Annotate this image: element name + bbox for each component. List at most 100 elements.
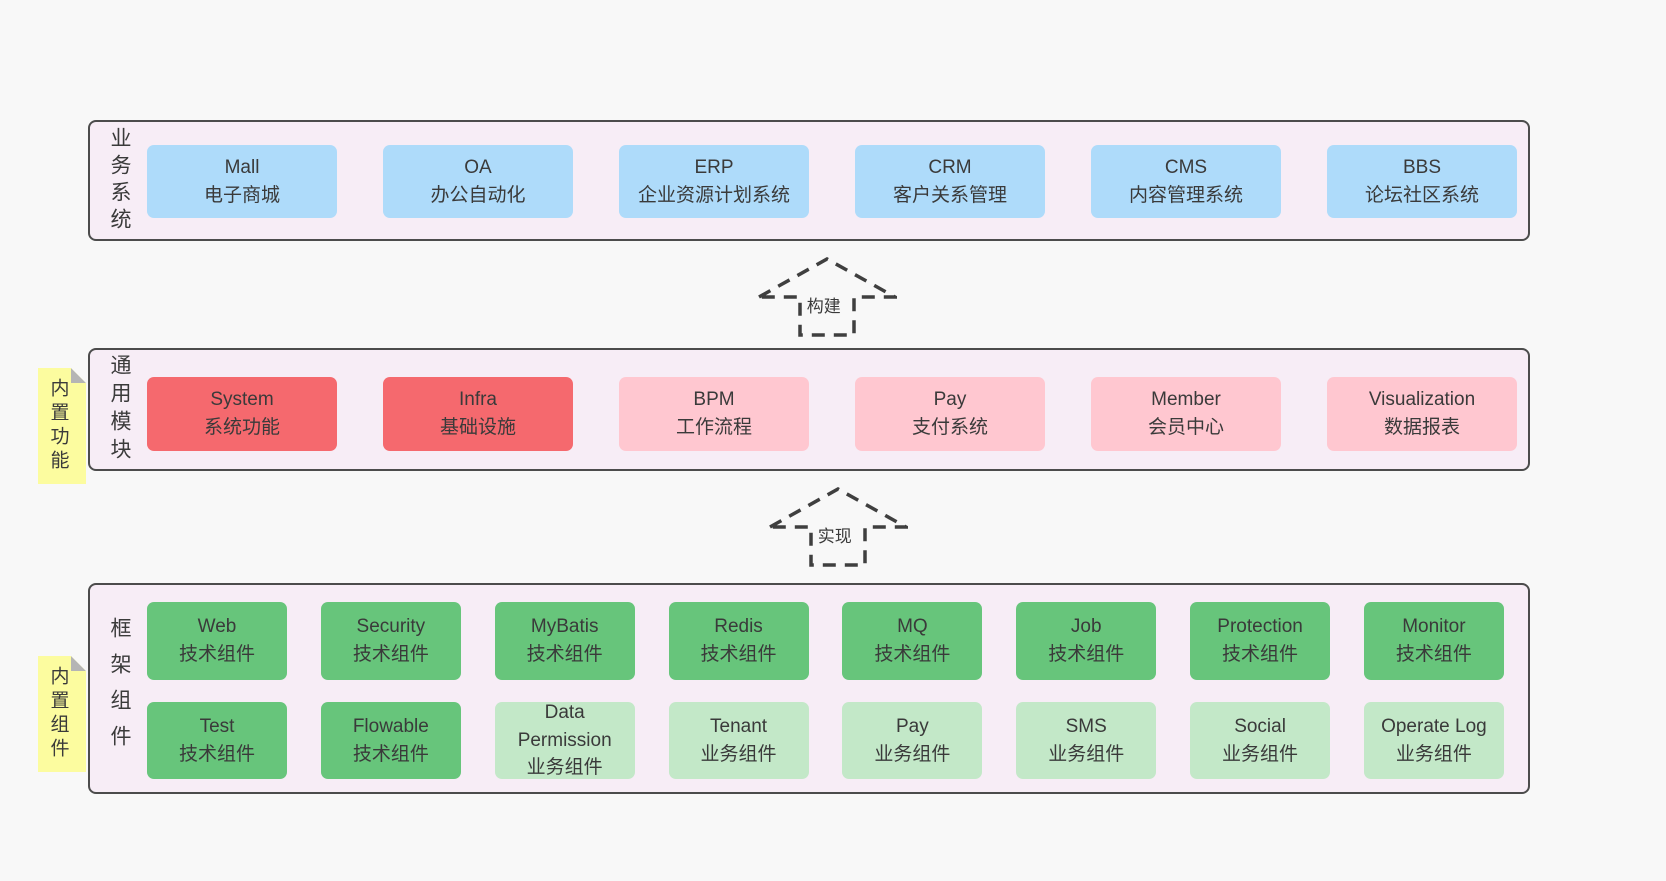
box-title-zh: 业务组件 [1222,743,1299,765]
box-title-en: Security [356,616,426,638]
box-title-zh: 技术组件 [178,644,255,665]
note-built-in-features: 内置功能 [38,368,86,484]
box-title-zh: 数据报表 [1383,417,1460,438]
arrow-build-up: 构建 [757,256,897,338]
box-title-en: CRM [928,156,972,178]
box-title-zh: 技术组件 [352,644,429,665]
note-text: 内置组件 [47,666,69,762]
box-title-en: Mall [224,156,260,178]
box-title-en: Job [1070,616,1102,638]
box-mq: MQ 技术组件 [842,602,983,680]
box-title-en: Test [199,715,235,737]
box-test: Test 技术组件 [147,702,287,779]
panel-business-systems: 业务系统 Mall 电子商城 OA 办公自动化 ERP 企业资源计划系统 CRM… [88,120,1530,241]
box-title-zh: 业务组件 [1395,743,1472,765]
box-title-zh: 基础设施 [439,417,516,438]
box-title-en: Pay [896,715,929,737]
box-security: Security 技术组件 [320,602,461,680]
box-cms: CMS 内容管理系统 [1091,145,1281,218]
box-pay-module: Pay 支付系统 [855,377,1045,451]
box-title-en: OA [464,156,492,178]
box-bpm: BPM 工作流程 [619,377,809,451]
box-title-zh: 客户关系管理 [892,184,1007,206]
box-title-en: CMS [1164,156,1208,178]
dashed-up-arrow-icon [768,486,908,567]
box-operate-log: Operate Log 业务组件 [1363,702,1504,779]
box-title-zh: 支付系统 [911,417,988,438]
box-title-zh: 技术组件 [526,644,603,665]
box-title-en: Data Permission [517,702,612,751]
box-title-en: System [210,389,274,411]
box-title-en: Web [197,616,237,638]
box-title-zh: 电子商城 [203,184,280,206]
box-crm: CRM 客户关系管理 [855,145,1045,218]
panel-framework-components: 框架组件 Web 技术组件 Security 技术组件 MyBatis 技术组件… [88,583,1530,794]
box-member: Member 会员中心 [1091,377,1281,451]
box-title-zh: 业务组件 [526,757,603,779]
box-title-zh: 业务组件 [700,743,777,765]
box-job: Job 技术组件 [1016,602,1157,680]
box-flowable: Flowable 技术组件 [320,702,461,779]
box-title-en: Social [1234,715,1286,737]
box-title-en: Infra [458,389,498,411]
box-title-zh: 工作流程 [675,417,752,438]
box-title-en: Protection [1217,616,1303,638]
arrow-implement-label: 实现 [814,522,855,547]
note-text: 内置功能 [47,378,69,474]
box-title-en: BBS [1402,156,1442,178]
box-title-en: MyBatis [530,616,599,638]
box-title-en: MQ [897,616,928,638]
box-monitor: Monitor 技术组件 [1363,602,1504,680]
components-row-1: Web 技术组件 Security 技术组件 MyBatis 技术组件 Redi… [147,602,1504,680]
box-title-zh: 技术组件 [874,644,951,665]
modules-box-row: System 系统功能 Infra 基础设施 BPM 工作流程 Pay 支付系统… [147,377,1517,451]
arrow-build-label: 构建 [803,292,844,317]
box-title-zh: 业务组件 [874,743,951,765]
box-title-en: Operate Log [1381,715,1487,737]
box-erp: ERP 企业资源计划系统 [619,145,809,218]
box-title-en: Pay [933,389,967,411]
box-mall: Mall 电子商城 [147,145,337,218]
box-title-zh: 系统功能 [203,417,280,438]
box-tenant: Tenant 业务组件 [668,702,809,779]
box-oa: OA 办公自动化 [383,145,573,218]
box-title-en: Tenant [710,715,768,737]
arrow-implement-up: 实现 [768,486,908,568]
box-title-en: BPM [693,389,735,411]
box-title-zh: 会员中心 [1147,417,1224,438]
box-bbs: BBS 论坛社区系统 [1327,145,1517,218]
business-box-row: Mall 电子商城 OA 办公自动化 ERP 企业资源计划系统 CRM 客户关系… [147,145,1517,218]
box-title-zh: 技术组件 [1048,644,1125,665]
panel-title-modules: 通用模块 [108,353,131,466]
box-title-zh: 企业资源计划系统 [637,184,790,206]
box-title-zh: 技术组件 [178,743,255,765]
box-redis: Redis 技术组件 [668,602,809,680]
note-built-in-components: 内置组件 [38,656,86,772]
panel-common-modules: 通用模块 System 系统功能 Infra 基础设施 BPM 工作流程 Pay… [88,348,1530,471]
box-title-zh: 办公自动化 [430,184,526,206]
box-title-en: Flowable [352,715,429,737]
box-title-en: ERP [694,156,734,178]
panel-title-components: 框架组件 [108,616,131,761]
box-visualization: Visualization 数据报表 [1327,377,1517,451]
box-title-en: SMS [1065,715,1107,737]
box-title-zh: 技术组件 [1222,644,1299,665]
box-protection: Protection 技术组件 [1190,602,1331,680]
box-web: Web 技术组件 [147,602,287,680]
box-title-zh: 技术组件 [1395,644,1472,665]
box-title-zh: 技术组件 [700,644,777,665]
box-title-zh: 内容管理系统 [1128,184,1243,206]
box-title-en: Monitor [1402,616,1466,638]
box-title-en: Member [1151,389,1221,411]
box-title-zh: 技术组件 [352,743,429,765]
box-system: System 系统功能 [147,377,337,451]
box-title-zh: 业务组件 [1048,743,1125,765]
components-row-2: Test 技术组件 Flowable 技术组件 Data Permission … [147,702,1504,779]
box-data-permission: Data Permission 业务组件 [494,702,635,779]
panel-title-business: 业务系统 [108,126,131,235]
box-mybatis: MyBatis 技术组件 [494,602,635,680]
box-social: Social 业务组件 [1190,702,1331,779]
box-title-en: Redis [714,616,763,638]
box-title-zh: 论坛社区系统 [1364,184,1479,206]
